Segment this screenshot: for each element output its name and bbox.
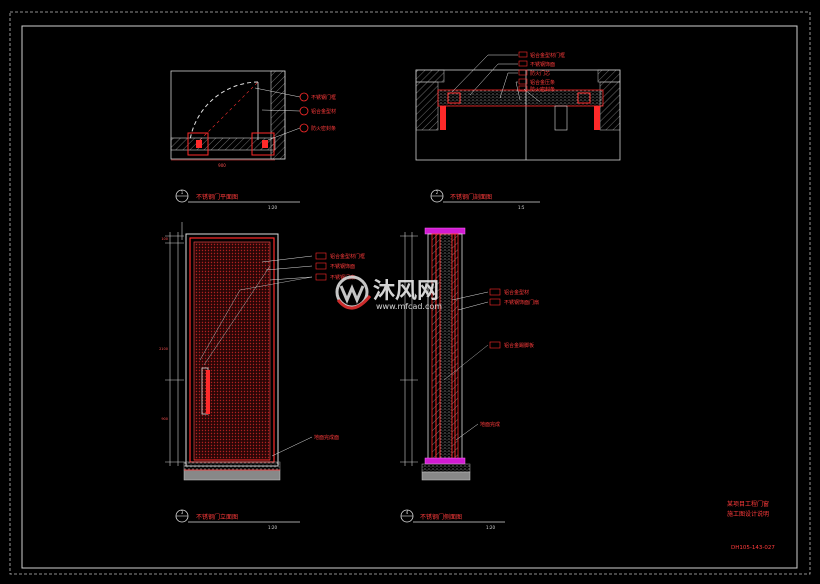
elevation-side-callout-3: 铝合金踢脚板 bbox=[504, 342, 534, 349]
title-block-line-2: 施工图设计说明 bbox=[727, 510, 769, 518]
section-top-callout-1: 铝合金型材门框 bbox=[530, 52, 565, 59]
watermark-brand: 沐风网 bbox=[373, 279, 439, 304]
elevation-front-title: 不锈钢门立面图 bbox=[196, 513, 238, 521]
elevation-side-title-marker bbox=[400, 509, 505, 523]
outer-border bbox=[9, 11, 811, 575]
inner-border bbox=[21, 25, 798, 569]
elevation-front-drawing bbox=[165, 222, 327, 481]
plan-top-callout-1: 不锈钢门框 bbox=[311, 94, 336, 101]
drawing-number: DH105-143-027 bbox=[731, 545, 775, 551]
elevation-front-marker-number: 3 bbox=[181, 510, 184, 515]
section-top-callout-5: 防火密封条 bbox=[530, 86, 555, 93]
elevation-front-dim-low: 900 bbox=[161, 417, 168, 421]
elevation-side-callout-2: 不锈钢饰面门扇 bbox=[504, 299, 539, 306]
elevation-front-dim-top: 100 bbox=[161, 237, 168, 241]
elevation-side-title: 不锈钢门侧面图 bbox=[420, 513, 462, 521]
elevation-side-marker-number: 4 bbox=[406, 510, 409, 515]
svg-text:900: 900 bbox=[218, 163, 226, 168]
elevation-front-callout-3: 不锈钢门扇 bbox=[330, 274, 355, 281]
elevation-front-callout-1: 铝合金型材门框 bbox=[330, 253, 365, 260]
section-top-title-marker bbox=[430, 189, 540, 203]
section-top-drawing bbox=[415, 51, 621, 161]
elevation-front-scale: 1:20 bbox=[268, 525, 277, 530]
elevation-side-drawing bbox=[400, 227, 501, 481]
plan-top-callout-2: 铝合金型材 bbox=[311, 108, 336, 115]
plan-top-title-marker bbox=[175, 189, 300, 203]
plan-top-drawing: 900 bbox=[170, 70, 309, 168]
section-top-marker-number: 2 bbox=[436, 190, 439, 195]
section-top-title: 不锈钢门剖面图 bbox=[450, 193, 492, 201]
watermark-url: www.mfcad.com bbox=[376, 302, 442, 311]
watermark-logo-icon bbox=[335, 275, 372, 310]
plan-top-marker-number: 1 bbox=[181, 190, 184, 195]
section-top-callout-4: 铝合金压条 bbox=[530, 79, 555, 86]
elevation-front-dim-mid: 2100 bbox=[159, 347, 168, 351]
plan-top-scale: 1:20 bbox=[268, 205, 277, 210]
section-top-callout-3: 防火门芯 bbox=[530, 70, 550, 77]
elevation-side-callout-1: 铝合金型材 bbox=[504, 289, 529, 296]
elevation-side-scale: 1:20 bbox=[486, 525, 495, 530]
title-block-line-1: 某项目工程门窗 bbox=[727, 500, 769, 508]
elevation-front-title-marker bbox=[175, 509, 300, 523]
section-top-scale: 1:5 bbox=[518, 205, 525, 210]
elevation-front-bottom-callout: 地面完成面 bbox=[314, 434, 339, 441]
plan-top-callout-3: 防火密封条 bbox=[311, 125, 336, 132]
section-top-callout-2: 不锈钢饰面 bbox=[530, 61, 555, 68]
plan-top-title: 不锈钢门平面图 bbox=[196, 193, 238, 201]
elevation-side-callout-4: 地面完成 bbox=[480, 421, 500, 428]
elevation-front-callout-2: 不锈钢饰面 bbox=[330, 263, 355, 270]
